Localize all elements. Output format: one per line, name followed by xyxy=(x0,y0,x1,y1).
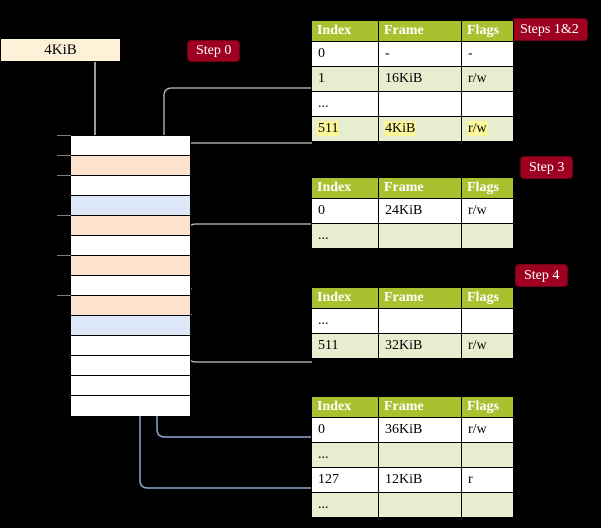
mem-tick xyxy=(57,135,71,136)
column-header-index: Index xyxy=(311,287,379,309)
column-header-index: Index xyxy=(311,20,379,42)
cell-frame xyxy=(378,492,462,518)
column-header-flags: Flags xyxy=(461,396,514,418)
memory-frame-row xyxy=(71,276,190,296)
badge-step-4: Step 4 xyxy=(516,265,568,286)
table-row: ... xyxy=(311,492,514,518)
source-frame-box: 4KiB xyxy=(0,38,121,62)
cell-flags: - xyxy=(461,41,514,67)
table-row: 0-- xyxy=(311,41,514,67)
table-row: ... xyxy=(311,442,514,468)
cell-frame: - xyxy=(378,41,462,67)
cell-index: 127 xyxy=(311,467,379,493)
column-header-flags: Flags xyxy=(461,20,514,42)
badge-step-0: Step 0 xyxy=(188,41,240,61)
mem-tick xyxy=(57,175,71,176)
cell-frame xyxy=(378,223,462,249)
table-row: ... xyxy=(311,308,514,334)
cell-frame: 4KiB xyxy=(378,116,462,142)
memory-frame-row xyxy=(71,236,190,256)
cell-flags: r/w xyxy=(461,198,514,224)
cell-flags: r/w xyxy=(461,417,514,443)
cell-index: 511 xyxy=(311,116,379,142)
cell-frame: 36KiB xyxy=(378,417,462,443)
cell-flags xyxy=(461,223,514,249)
memory-frame-row xyxy=(71,316,190,336)
cell-index: 0 xyxy=(311,198,379,224)
cell-index: 0 xyxy=(311,417,379,443)
cell-frame xyxy=(378,91,462,117)
cell-index: 0 xyxy=(311,41,379,67)
memory-frame-row xyxy=(71,296,190,316)
mem-tick xyxy=(57,155,71,156)
memory-frame-row xyxy=(71,376,190,396)
cell-flags: r/w xyxy=(461,333,514,359)
cell-frame: 16KiB xyxy=(378,66,462,92)
cell-frame: 24KiB xyxy=(378,198,462,224)
memory-frame-row xyxy=(71,356,190,376)
column-header-frame: Frame xyxy=(378,287,462,309)
memory-frame-row xyxy=(71,256,190,276)
mem-tick xyxy=(57,215,71,216)
cell-index: ... xyxy=(311,442,379,468)
memory-frame-row xyxy=(71,176,190,196)
cell-frame xyxy=(378,442,462,468)
cell-index: 1 xyxy=(311,66,379,92)
cell-frame: 12KiB xyxy=(378,467,462,493)
mem-tick xyxy=(57,255,71,256)
mem-tick xyxy=(57,295,71,296)
column-header-index: Index xyxy=(311,396,379,418)
cell-flags xyxy=(461,492,514,518)
cell-frame: 32KiB xyxy=(378,333,462,359)
column-header-frame: Frame xyxy=(378,20,462,42)
memory-frame-row xyxy=(71,336,190,356)
column-header-flags: Flags xyxy=(461,177,514,199)
cell-flags: r/w xyxy=(461,66,514,92)
memory-frame-row xyxy=(71,196,190,216)
cell-index: ... xyxy=(311,492,379,518)
cell-index: ... xyxy=(311,223,379,249)
cell-index: ... xyxy=(311,91,379,117)
cell-flags xyxy=(461,91,514,117)
badge-steps-1-and-2: Steps 1&2 xyxy=(512,19,587,40)
memory-frame-row xyxy=(71,216,190,236)
badge-step-3: Step 3 xyxy=(521,157,573,178)
column-header-flags: Flags xyxy=(461,287,514,309)
cell-flags xyxy=(461,442,514,468)
table-row: ... xyxy=(311,223,514,249)
cell-frame xyxy=(378,308,462,334)
cell-flags xyxy=(461,308,514,334)
cell-index: 511 xyxy=(311,333,379,359)
cell-index: ... xyxy=(311,308,379,334)
cell-flags: r xyxy=(461,467,514,493)
cell-flags: r/w xyxy=(461,116,514,142)
physical-memory-column xyxy=(70,135,191,416)
table-row: ... xyxy=(311,91,514,117)
column-header-index: Index xyxy=(311,177,379,199)
memory-frame-row xyxy=(71,156,190,176)
column-header-frame: Frame xyxy=(378,396,462,418)
column-header-frame: Frame xyxy=(378,177,462,199)
memory-frame-row xyxy=(71,136,190,156)
memory-frame-row xyxy=(71,396,190,416)
